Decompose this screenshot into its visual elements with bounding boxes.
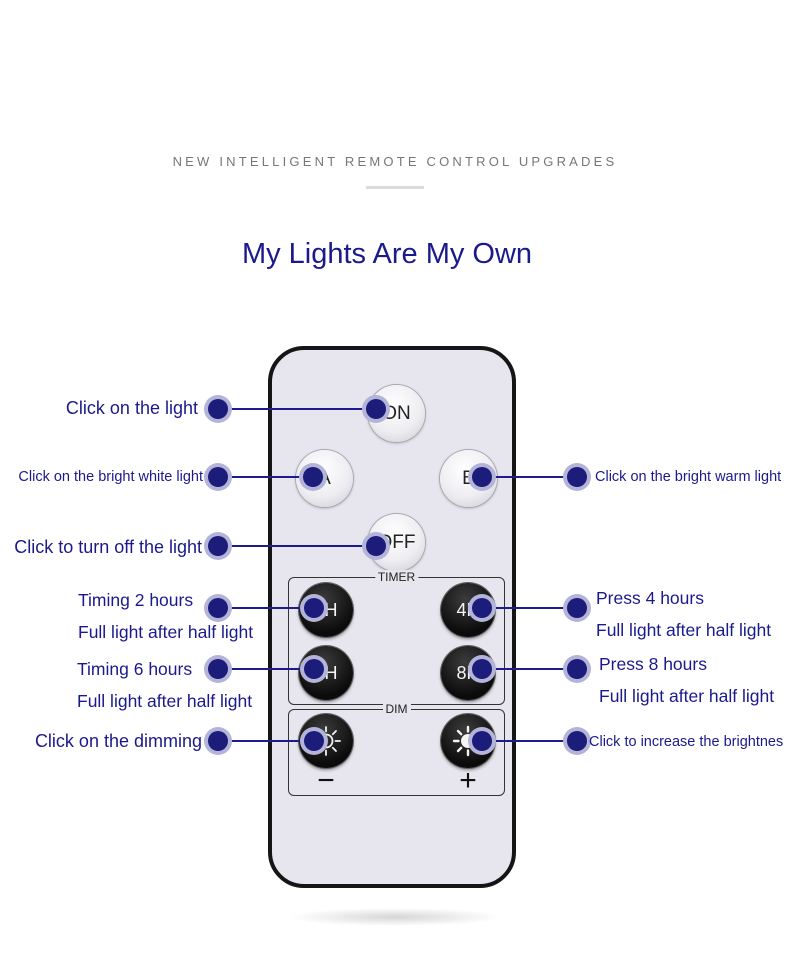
callout-dot bbox=[304, 659, 324, 679]
callout-a: Click on the bright white light bbox=[18, 469, 203, 485]
callout-dot bbox=[303, 467, 323, 487]
callout-dot bbox=[472, 731, 492, 751]
leader-line-4h bbox=[482, 607, 578, 609]
callout-6h-line1: Timing 6 hours bbox=[77, 659, 193, 679]
callout-dot bbox=[567, 467, 587, 487]
callout-dot bbox=[208, 399, 228, 419]
minus-sign: − bbox=[317, 764, 335, 797]
subtitle: NEW INTELLIGENT REMOTE CONTROL UPGRADES bbox=[172, 154, 618, 169]
callout-on: Click on the light bbox=[65, 398, 198, 418]
callout-dot bbox=[304, 731, 324, 751]
callout-dot bbox=[208, 659, 228, 679]
callout-dot bbox=[472, 467, 492, 487]
callout-b: Click on the bright warm light bbox=[595, 469, 782, 485]
headline: My Lights Are My Own bbox=[241, 238, 533, 270]
callout-2h-line2: Full light after half light bbox=[78, 622, 254, 642]
plus-sign: + bbox=[459, 764, 477, 797]
leader-line-a bbox=[218, 476, 313, 478]
callout-dim-down: Click on the dimming bbox=[34, 731, 202, 751]
subtitle-divider bbox=[366, 186, 424, 189]
callout-dot bbox=[472, 598, 492, 618]
callout-dot bbox=[208, 536, 228, 556]
callout-dot bbox=[366, 399, 386, 419]
callout-2h-line1: Timing 2 hours bbox=[78, 590, 194, 610]
leader-line-b bbox=[482, 476, 577, 478]
callout-dim-up: Click to increase the brightnes bbox=[589, 734, 784, 750]
leader-line-off bbox=[218, 545, 376, 547]
callout-8h-line1: Press 8 hours bbox=[599, 654, 707, 674]
dim-panel: DIM bbox=[288, 702, 505, 796]
dim-up-button[interactable] bbox=[441, 714, 495, 768]
callout-dot bbox=[567, 659, 587, 679]
callout-4h-line1: Press 4 hours bbox=[596, 588, 704, 608]
leader-line-6h bbox=[218, 668, 314, 670]
timer-label: TIMER bbox=[374, 570, 419, 584]
callout-dot bbox=[208, 731, 228, 751]
leader-line-dim-down bbox=[218, 740, 314, 742]
callout-8h-line2: Full light after half light bbox=[599, 686, 775, 706]
callout-dot bbox=[304, 598, 324, 618]
callout-dot bbox=[567, 598, 587, 618]
callout-dot bbox=[208, 467, 228, 487]
leader-line-dim-up bbox=[482, 740, 578, 742]
callout-dot bbox=[366, 536, 386, 556]
leader-line-2h bbox=[218, 607, 314, 609]
callout-off: Click to turn off the light bbox=[14, 537, 202, 557]
callout-dot bbox=[472, 659, 492, 679]
timer-8h-button[interactable]: 8H bbox=[441, 646, 495, 700]
callout-dot bbox=[208, 598, 228, 618]
leader-line-8h bbox=[482, 668, 578, 670]
leader-line-on bbox=[218, 408, 376, 410]
callout-dot bbox=[567, 731, 587, 751]
remote-shadow bbox=[290, 908, 500, 926]
dim-label: DIM bbox=[382, 702, 411, 716]
callout-6h-line2: Full light after half light bbox=[77, 691, 253, 711]
remote-control: ON A B OFF TIMER 2H 4H 6H 8H DIM bbox=[268, 346, 516, 888]
callout-4h-line2: Full light after half light bbox=[596, 620, 772, 640]
